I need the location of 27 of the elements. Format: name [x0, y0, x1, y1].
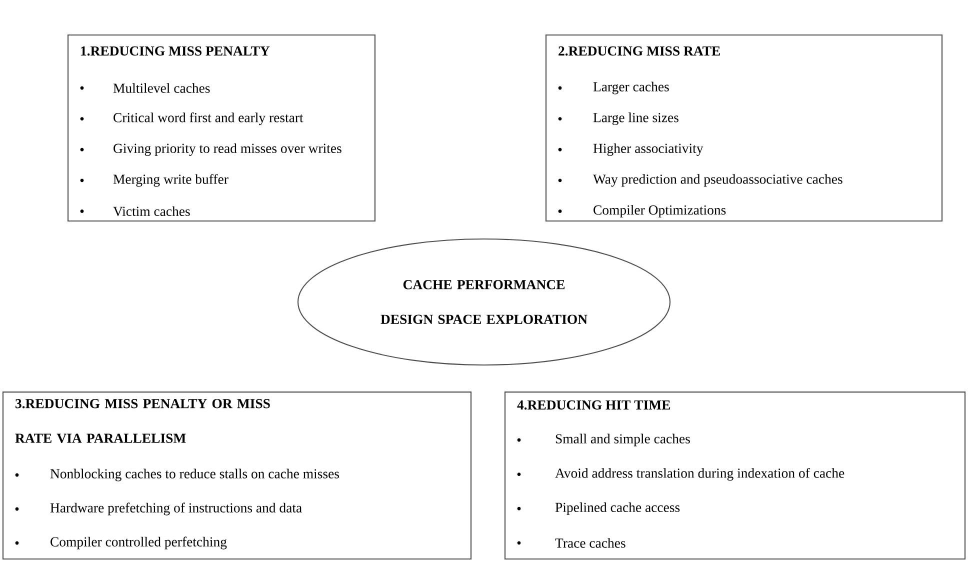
list-item: Compiler controlled perfetching	[50, 536, 227, 550]
text-box	[68, 34, 376, 222]
text-box	[545, 34, 943, 222]
list-item: Giving priority to read misses over writes	[114, 143, 342, 156]
list-item: Higher associativity	[593, 143, 704, 156]
ellipse	[297, 238, 671, 366]
list-item: Multilevel caches	[113, 83, 210, 93]
text-box	[504, 392, 966, 560]
list-item: Pipelined cache access	[555, 502, 680, 515]
list-item: Compiler Optimizations	[594, 204, 726, 218]
list-item: Avoid address translation during indexation of cache	[555, 468, 844, 481]
list-item: Way prediction and pseudoassociative caches	[593, 174, 842, 187]
list-item: Victim caches	[113, 206, 190, 216]
text-box	[2, 392, 472, 560]
list-item: Small and simple caches	[556, 434, 690, 446]
list-item: Large line sizes	[593, 112, 678, 126]
heading: 1.REDUCING MISS PENALTY	[81, 46, 270, 56]
list-item: Hardware prefetching of instructions and data	[50, 502, 302, 516]
list-item: Merging write buffer	[113, 174, 228, 187]
heading: 4.REDUCING HIT TIME	[517, 400, 670, 410]
ellipse-label: CACHE PERFORMANCE DESIGN SPACE EXPLORATION	[380, 280, 588, 324]
list-item: Critical word first and early restart	[114, 112, 304, 126]
list-item: Trace caches	[555, 538, 626, 548]
list-item: Larger caches	[593, 82, 669, 94]
heading: 3.REDUCING MISS PENALTY OR MISS RATE VIA PARALLELISM	[15, 399, 270, 443]
list-item: Nonblocking caches to reduce stalls on cache misses	[50, 468, 339, 482]
heading: 2.REDUCING MISS RATE	[558, 46, 720, 56]
